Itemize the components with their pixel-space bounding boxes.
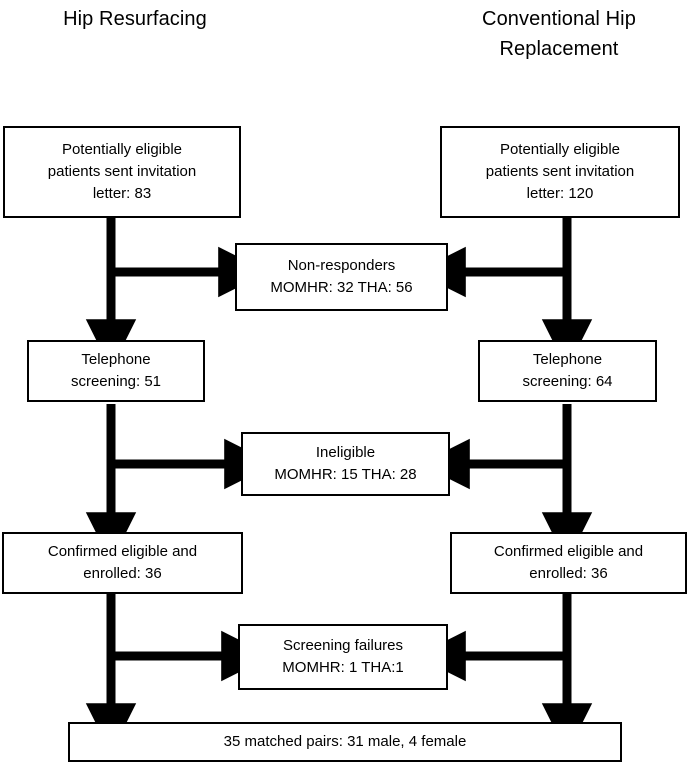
- node-matched-pairs-label: 35 matched pairs: 31 male, 4 female: [223, 733, 467, 750]
- column-header-hip-resurfacing: Hip Resurfacing: [10, 4, 260, 34]
- column-header-conventional-hip-replacement: Conventional Hip Replacement: [430, 4, 688, 64]
- node-matched-pairs: 35 matched pairs: 31 male, 4 female: [68, 722, 622, 762]
- column-header-left-label: Hip Resurfacing: [63, 8, 207, 30]
- column-header-right-label: Conventional Hip Replacement: [482, 8, 636, 60]
